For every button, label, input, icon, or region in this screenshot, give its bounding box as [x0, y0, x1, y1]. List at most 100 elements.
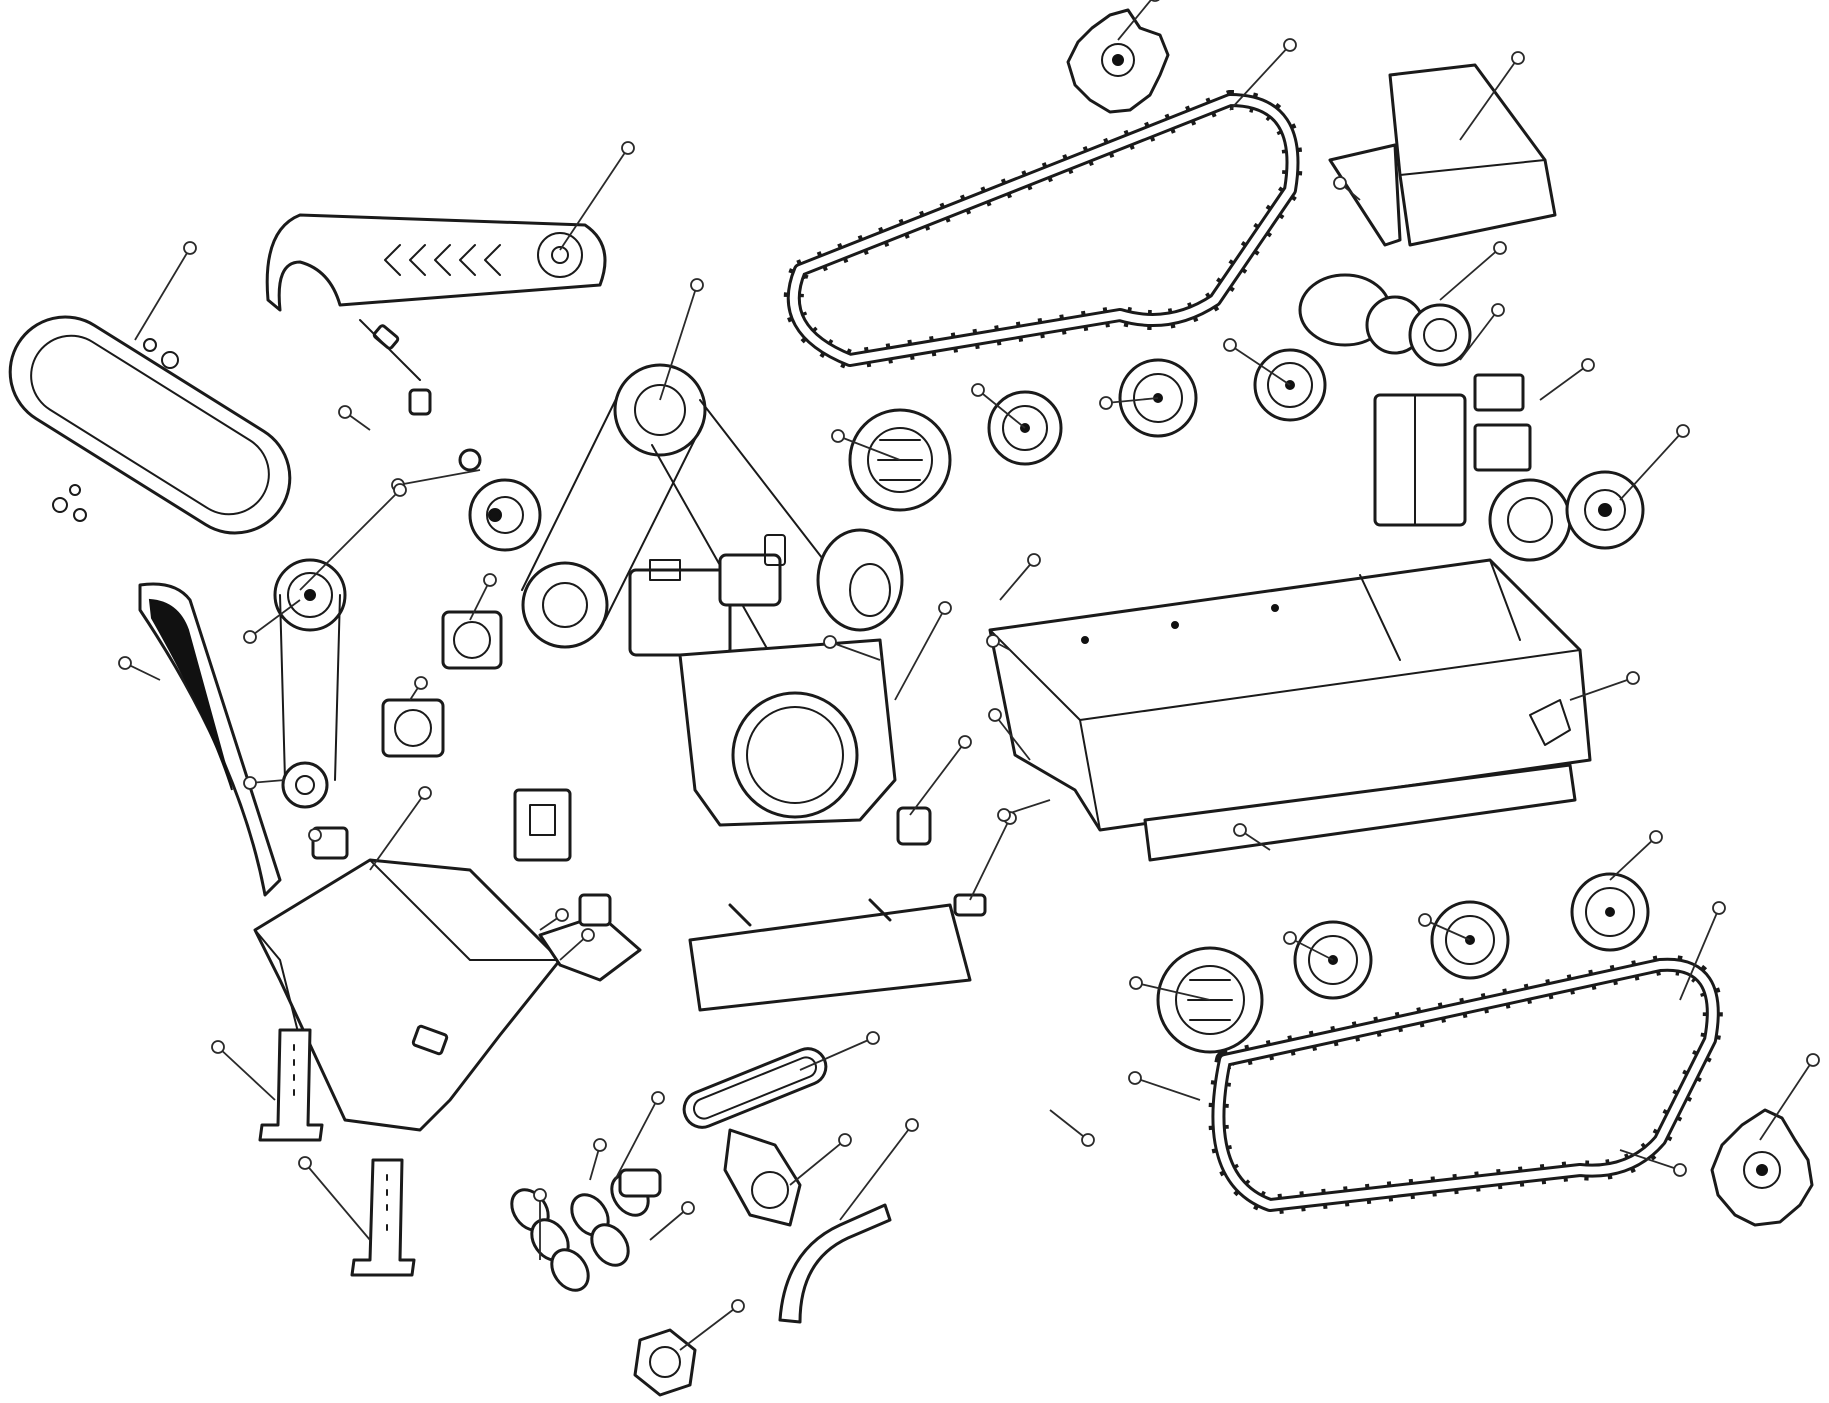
- engine-mount-bracket: [896, 806, 987, 917]
- mounting-block: [1473, 373, 1532, 472]
- callout-marker-28: [971, 383, 985, 397]
- bearing-block-left: [311, 610, 503, 860]
- leader-lines: [124, 0, 1814, 1351]
- leader-line-20: [1459, 309, 1499, 361]
- leader-line-26: [1229, 344, 1291, 386]
- leader-line-53: [1619, 1149, 1681, 1171]
- leader-line-16: [969, 817, 1011, 901]
- callout-marker-18: [1511, 51, 1525, 65]
- callout-marker-22: [1676, 424, 1690, 438]
- main-chassis: [988, 558, 1592, 862]
- leader-line-2: [134, 247, 191, 341]
- callout-marker-36: [866, 1031, 880, 1045]
- leader-line-40: [649, 1207, 689, 1241]
- callout-marker-30: [1129, 976, 1143, 990]
- leader-line-6: [249, 599, 301, 638]
- callout-marker-50: [988, 708, 1002, 722]
- callout-marker-17: [1333, 176, 1347, 190]
- callout-marker-13: [938, 601, 952, 615]
- hydraulic-motor: [1488, 470, 1645, 562]
- leader-line-36: [799, 1037, 874, 1071]
- callout-marker-38: [905, 1118, 919, 1132]
- chain-links: [510, 1168, 662, 1292]
- leader-line-25: [1117, 0, 1153, 41]
- leader-line-31: [1289, 937, 1334, 961]
- leader-line-1: [559, 147, 629, 251]
- callout-marker-54: [1233, 823, 1247, 837]
- adjuster-bracket-lower: [350, 1158, 416, 1277]
- leader-line-23: [1569, 677, 1634, 701]
- leader-line-24: [1229, 44, 1291, 111]
- callout-marker-23: [1626, 671, 1640, 685]
- callout-marker-9: [483, 573, 497, 587]
- leader-line-52: [1049, 1109, 1089, 1141]
- leader-line-22: [1619, 430, 1684, 501]
- left-side-cover: [8, 315, 292, 535]
- callout-marker-41: [731, 1299, 745, 1313]
- callout-marker-53: [1673, 1163, 1687, 1177]
- engine: [628, 528, 904, 827]
- callout-marker-20: [1491, 303, 1505, 317]
- callout-marker-52: [1081, 1133, 1095, 1147]
- callout-marker-34: [1712, 901, 1726, 915]
- leader-line-38: [839, 1124, 913, 1221]
- leader-line-50: [994, 714, 1031, 761]
- starter-motor: [723, 1128, 802, 1227]
- callout-marker-27: [1099, 396, 1113, 410]
- upper-track: [783, 90, 1303, 370]
- callout-marker-40: [681, 1201, 695, 1215]
- callout-marker-11: [308, 828, 322, 842]
- leader-line-14: [829, 641, 881, 661]
- callout-marker-6: [243, 630, 257, 644]
- leader-line-4: [397, 469, 481, 486]
- callout-marker-35: [1806, 1053, 1820, 1067]
- callout-marker-19: [1493, 241, 1507, 255]
- callout-marker-5: [393, 483, 407, 497]
- callout-marker-3: [690, 278, 704, 292]
- leader-line-9: [469, 579, 491, 621]
- leader-line-34: [1679, 907, 1720, 1001]
- callout-marker-7: [118, 656, 132, 670]
- leader-line-51: [1134, 1077, 1201, 1101]
- callout-marker-39: [651, 1091, 665, 1105]
- center-base-frame: [688, 898, 972, 1012]
- leader-line-28: [977, 389, 1026, 429]
- leader-line-35: [1759, 1059, 1814, 1141]
- upper-sprocket: [1066, 8, 1170, 114]
- callout-marker-29: [831, 429, 845, 443]
- hydraulic-pump: [1298, 273, 1472, 367]
- leader-line-33: [1609, 836, 1657, 881]
- belt-guard-cover: [265, 213, 607, 312]
- left-pulley: [273, 558, 347, 809]
- callout-marker-32: [1418, 913, 1432, 927]
- leader-line-37: [789, 1139, 846, 1186]
- callout-markers: [118, 0, 1820, 1313]
- callout-marker-25: [1150, 0, 1160, 2]
- callout-marker-51: [1128, 1071, 1142, 1085]
- callout-marker-37: [838, 1133, 852, 1147]
- callout-marker-21: [1581, 358, 1595, 372]
- leader-line-41: [679, 1305, 739, 1351]
- leader-line-18: [1459, 57, 1519, 141]
- callout-marker-47: [1027, 553, 1041, 567]
- lower-sprocket: [1710, 1108, 1814, 1227]
- lower-track: [1208, 954, 1723, 1215]
- callout-marker-49: [997, 808, 1011, 822]
- bearing-collar: [468, 478, 542, 552]
- callout-marker-55: [593, 1138, 607, 1152]
- top-cover: [1328, 63, 1557, 247]
- control-bracket: [513, 788, 612, 927]
- fittings-column: [359, 319, 482, 472]
- leader-line-3: [659, 284, 698, 401]
- upper-idler-wheels: [987, 348, 1327, 466]
- callout-marker-1: [621, 141, 635, 155]
- leader-line-43: [304, 1162, 371, 1241]
- leader-line-39: [614, 1097, 659, 1181]
- callout-marker-48: [986, 634, 1000, 648]
- leader-line-15: [909, 741, 966, 816]
- callout-marker-26: [1223, 338, 1237, 352]
- leader-line-29: [837, 435, 901, 461]
- leader-line-32: [1424, 919, 1471, 941]
- leader-line-47: [999, 559, 1035, 601]
- scraper-blade: [138, 582, 282, 897]
